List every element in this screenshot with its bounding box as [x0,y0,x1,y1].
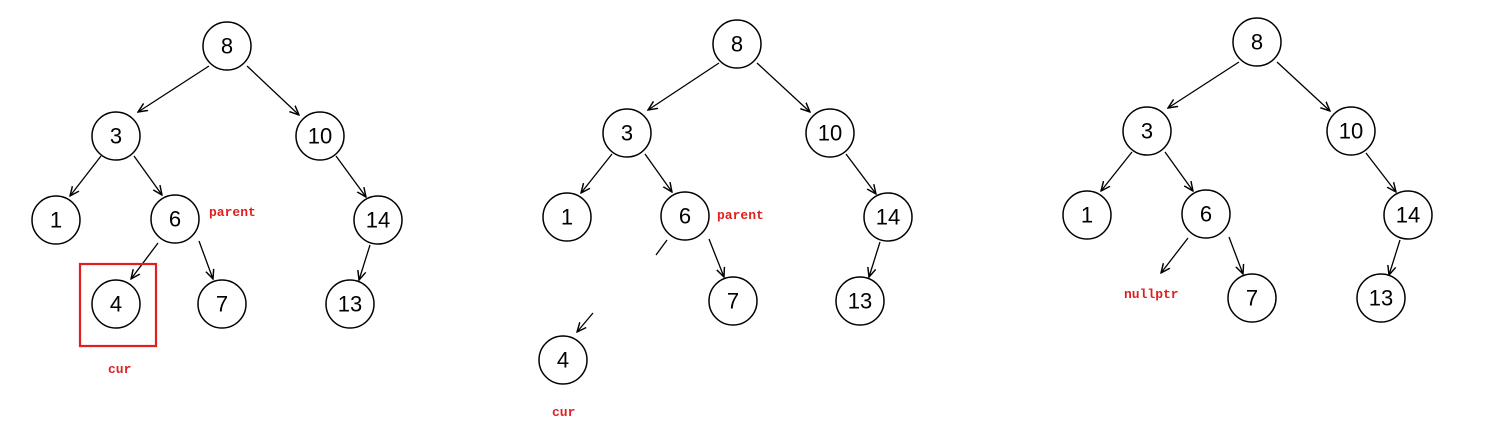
node-label: 8 [1251,30,1263,55]
tree-diagram-2: 8 3 10 1 6 14 7 13 [538,19,913,420]
edge-3-6 [1164,151,1193,191]
edge-10-14 [335,155,366,197]
tree-node: 6 [150,194,200,244]
tree-node: 10 [1326,106,1376,156]
tree-node: 7 [197,279,247,329]
tree-node: 14 [863,192,913,242]
tree-diagram-3: 8 3 10 1 6 14 7 13 nullptr [1062,17,1433,323]
node-label: 7 [1246,286,1258,311]
nullptr-label: nullptr [1124,287,1179,302]
tree-node: 7 [708,276,758,326]
tree-node: 10 [805,108,855,158]
node-label: 13 [1369,286,1393,311]
parent-label: parent [717,208,764,223]
cur-label: cur [552,405,575,420]
parent-label: parent [209,205,256,220]
edge-6-4-broken-top [655,239,668,256]
edge-14-13 [1389,239,1401,275]
edge-6-4 [131,242,159,279]
node-label: 6 [169,207,181,232]
tree-node: 4 [91,279,141,329]
tree-node: 1 [1062,190,1112,240]
node-label: 14 [876,205,900,230]
edge-6-4-broken-bottom [577,312,594,332]
edge-8-10 [246,65,299,115]
edge-14-13 [359,244,371,280]
tree-node: 4 [538,335,588,385]
node-label: 14 [1396,203,1420,228]
tree-node: 10 [295,111,345,161]
tree-node: 13 [835,276,885,326]
tree-node: 7 [1227,273,1277,323]
tree-node: 8 [712,19,762,69]
node-label: 1 [1081,203,1093,228]
node-label: 8 [221,34,233,59]
edge-6-7 [708,238,724,277]
node-label: 10 [308,124,332,149]
node-label: 7 [216,292,228,317]
edge-6-nullptr [1161,237,1189,273]
node-label: 6 [1200,202,1212,227]
tree-diagram-1: 8 3 10 1 6 14 4 7 [31,21,403,377]
node-label: 4 [110,292,122,317]
node-label: 8 [731,32,743,57]
node-label: 3 [110,124,122,149]
edge-8-3 [1168,61,1240,108]
edge-3-1 [1101,151,1133,191]
edge-6-7 [198,240,213,279]
edge-3-6 [644,153,672,192]
edge-3-1 [70,155,102,196]
node-label: 3 [621,121,633,146]
edge-3-6 [133,155,162,195]
edge-10-14 [1365,152,1396,192]
edge-8-3 [138,65,210,112]
edge-6-7 [1228,236,1243,274]
cur-label: cur [108,362,131,377]
node-label: 4 [557,348,569,373]
node-label: 6 [679,204,691,229]
node-label: 1 [561,205,573,230]
tree-node: 14 [1383,190,1433,240]
node-label: 1 [50,208,62,233]
tree-node: 3 [1122,106,1172,156]
tree-node: 1 [31,195,81,245]
node-label: 7 [727,289,739,314]
edge-3-1 [581,153,613,193]
node-label: 13 [848,289,872,314]
node-label: 10 [1339,119,1363,144]
node-label: 13 [338,292,362,317]
tree-node: 13 [1356,273,1406,323]
edge-8-10 [756,62,810,112]
tree-node: 6 [1181,189,1231,239]
tree-node: 8 [202,21,252,71]
tree-node: 1 [542,192,592,242]
tree-node: 14 [353,195,403,245]
edge-8-10 [1276,61,1330,111]
edge-10-14 [845,153,876,194]
tree-node: 3 [602,108,652,158]
tree-node: 13 [325,279,375,329]
tree-node: 3 [91,111,141,161]
node-label: 14 [366,208,390,233]
node-label: 10 [818,121,842,146]
tree-node: 8 [1232,17,1282,67]
edge-14-13 [869,241,881,277]
cur-highlight-box [78,262,158,348]
edge-8-3 [648,62,720,110]
node-label: 3 [1141,119,1153,144]
tree-node: 6 [660,191,710,241]
